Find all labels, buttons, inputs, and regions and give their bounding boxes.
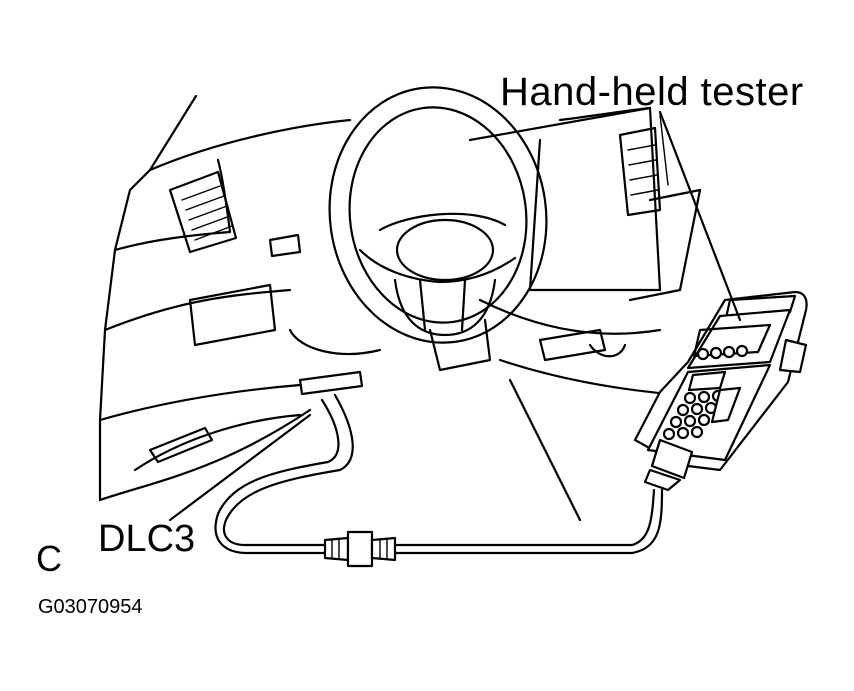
right-vent [618,126,662,217]
figure-code: G03070954 [38,596,143,618]
dlc3-label: DLC3 [98,518,196,560]
dashboard-outline [98,94,702,522]
corner-letter: C [36,538,62,579]
cable-connector [323,530,397,568]
tester-leader-line [658,110,742,322]
dlc3-leader-line [168,413,312,522]
tester-cable [214,393,664,555]
air-vent [168,170,238,254]
tester-label: Hand-held tester [500,70,804,114]
lower-panels [148,233,627,464]
steering-wheel [328,86,548,344]
hand-held-tester [633,290,808,492]
steering-column [428,318,492,372]
